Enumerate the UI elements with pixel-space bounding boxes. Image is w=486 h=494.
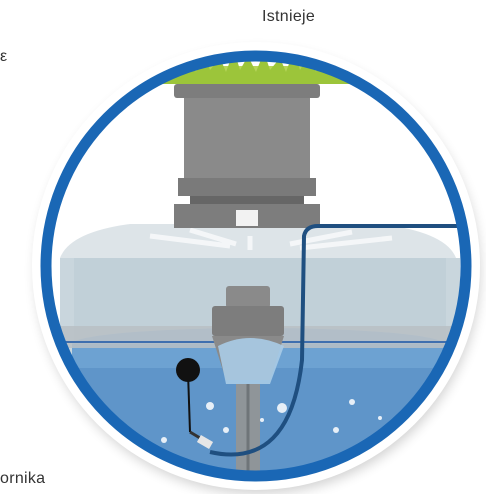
delivery-pipe (209, 224, 466, 457)
background-text-bottom: ornika (0, 470, 46, 487)
pump (212, 286, 284, 476)
tank-dome (60, 224, 456, 258)
background-text-fragment: ε (0, 48, 8, 65)
background-text-top: Istnieje (262, 8, 316, 25)
ring-border (40, 50, 472, 482)
access-shaft (174, 84, 320, 228)
float-switch (176, 358, 214, 449)
